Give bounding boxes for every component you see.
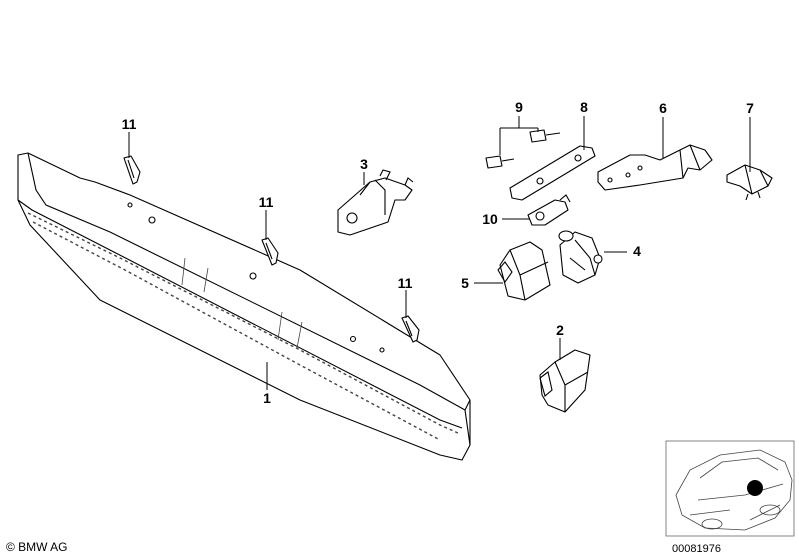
- callout-5: 5: [461, 275, 469, 291]
- callout-1: 1: [263, 390, 271, 406]
- part-6-mounting-bracket: [597, 144, 713, 191]
- part-7-clip: [726, 164, 773, 201]
- callout-11-c: 11: [397, 275, 413, 291]
- part-4-hinge: [558, 230, 603, 284]
- part-5-hinge-cover: [497, 241, 551, 301]
- callout-7: 7: [746, 100, 754, 116]
- callout-11-a: 11: [121, 116, 137, 132]
- part-11-clip-c: [401, 315, 420, 343]
- part-8-hinge-plate: [509, 145, 596, 201]
- car-locator-inset: [665, 440, 795, 537]
- part-1-trim-strip: [17, 152, 471, 461]
- document-number: 00081976: [672, 543, 721, 555]
- callout-6: 6: [659, 100, 667, 116]
- callout-10: 10: [482, 211, 498, 227]
- copyright-notice: © BMW AG: [6, 540, 68, 554]
- part-11-clip-b: [261, 237, 279, 266]
- callout-11-b: 11: [258, 194, 274, 210]
- part-9-bolts: [485, 129, 561, 169]
- callout-8: 8: [580, 99, 588, 115]
- part-11-clip-a: [123, 155, 141, 185]
- part-10-lever: [527, 194, 571, 226]
- callout-9: 9: [515, 99, 523, 115]
- part-3-bracket: [337, 169, 414, 236]
- location-marker: [747, 480, 763, 496]
- callout-3: 3: [360, 156, 368, 172]
- part-2-bracket: [539, 349, 591, 413]
- leader-lines: [128, 116, 751, 390]
- callout-4: 4: [633, 243, 641, 259]
- callout-2: 2: [556, 322, 564, 338]
